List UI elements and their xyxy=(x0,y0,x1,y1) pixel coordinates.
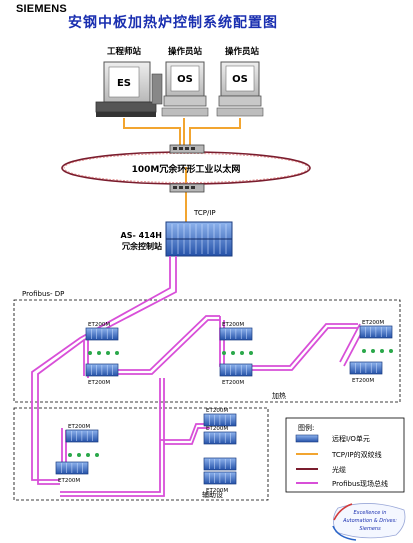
et200m-io-unit: ET200M xyxy=(85,363,119,386)
siemens-badge: Excellence in Automation & Drives: Sieme… xyxy=(332,503,406,541)
legend-title: 图例: xyxy=(298,423,314,432)
status-dot xyxy=(86,453,90,457)
io-unit-label: ET200M xyxy=(88,380,110,386)
engineer-station-label: 工程师站 xyxy=(107,46,142,57)
et200m-io-unit: ET200M xyxy=(55,461,89,484)
operator1-screen-label: OS xyxy=(177,74,193,85)
legend-item-profibus: Profibus现场总线 xyxy=(332,479,388,488)
ring-switch-bottom xyxy=(169,183,205,193)
controller-name: 冗余控制站 xyxy=(121,241,162,251)
auxiliary-area-label: 辅助设 xyxy=(202,490,223,499)
et200m-io-unit: ET200M xyxy=(203,471,237,494)
twisted-pair-cables xyxy=(123,118,241,222)
operator-workstation-1 xyxy=(161,61,209,117)
et200m-io-unit: ET200M xyxy=(85,322,119,355)
operator-workstation-2 xyxy=(216,61,264,117)
status-dot xyxy=(68,453,72,457)
status-dot xyxy=(222,351,226,355)
io-units: ET200M ET200M ET200M ET200M ET200M ET200M ET20… xyxy=(55,320,393,494)
controller-model: AS- 414H xyxy=(121,231,162,240)
io-unit-label: ET200M xyxy=(352,378,374,384)
status-dot xyxy=(115,351,119,355)
heating-area-box xyxy=(13,299,401,403)
status-dot xyxy=(88,351,92,355)
io-unit-label: ET200M xyxy=(206,488,228,494)
engineer-screen-label: ES xyxy=(117,78,131,89)
io-unit-label: ET200M xyxy=(68,424,90,430)
io-unit-label: ET200M xyxy=(222,322,244,328)
status-dot xyxy=(249,351,253,355)
status-dot xyxy=(95,453,99,457)
io-unit-label: ET200M xyxy=(206,426,228,432)
io-unit-label: ET200M xyxy=(206,408,228,414)
badge-line-1: Excellence in xyxy=(354,510,387,516)
io-unit-label: ET200M xyxy=(222,380,244,386)
status-dot xyxy=(77,453,81,457)
status-dot xyxy=(240,351,244,355)
page-title: 安钢中板加热炉控制系统配置图 xyxy=(68,15,278,31)
et200m-io-unit: ET200M xyxy=(219,363,253,386)
status-dot xyxy=(106,351,110,355)
status-dot xyxy=(389,349,393,353)
tcpip-label: TCP/IP xyxy=(193,209,216,217)
operator2-screen-label: OS xyxy=(232,74,248,85)
auxiliary-area-box xyxy=(13,407,269,501)
siemens-brand: SIEMENS xyxy=(16,3,67,15)
status-dot xyxy=(97,351,101,355)
status-dot xyxy=(380,349,384,353)
legend-item-twisted-pair: TCP/IP的双绞线 xyxy=(331,450,382,459)
badge-line-3: Siemens xyxy=(359,526,381,532)
et200m-io-unit: ET200M xyxy=(65,424,99,457)
ring-switch-top xyxy=(169,144,205,154)
engineer-workstation xyxy=(95,61,163,117)
et200m-io-unit: ET200M xyxy=(203,408,237,427)
et200m-io-unit: ET200M xyxy=(349,361,383,384)
operator1-station-label: 操作员站 xyxy=(168,46,203,57)
status-dot xyxy=(371,349,375,353)
legend: 图例: 远程I/O单元 TCP/IP的双绞线 光缆 Profibus现场总线 xyxy=(285,417,405,493)
operator2-station-label: 操作员站 xyxy=(225,46,260,57)
heating-area-label: 加热 xyxy=(272,391,286,400)
badge-line-2: Automation & Drives: xyxy=(342,518,397,524)
io-unit-label: ET200M xyxy=(88,322,110,328)
redundant-controller xyxy=(165,221,233,257)
profibus-label: Profibus- DP xyxy=(22,290,64,298)
et200m-io-unit: ET200M xyxy=(219,322,253,355)
ring-network-label: 100M冗余环形工业以太网 xyxy=(132,163,241,175)
legend-item-io: 远程I/O单元 xyxy=(332,434,370,443)
status-dot xyxy=(231,351,235,355)
io-unit-label: ET200M xyxy=(58,478,80,484)
legend-item-fiber: 光缆 xyxy=(332,465,346,474)
legend-io-swatch xyxy=(295,434,319,443)
et200m-io-unit: ET200M xyxy=(203,426,237,445)
et200m-io-unit: ET200M xyxy=(359,320,393,353)
io-unit-label: ET200M xyxy=(362,320,384,326)
status-dot xyxy=(362,349,366,353)
